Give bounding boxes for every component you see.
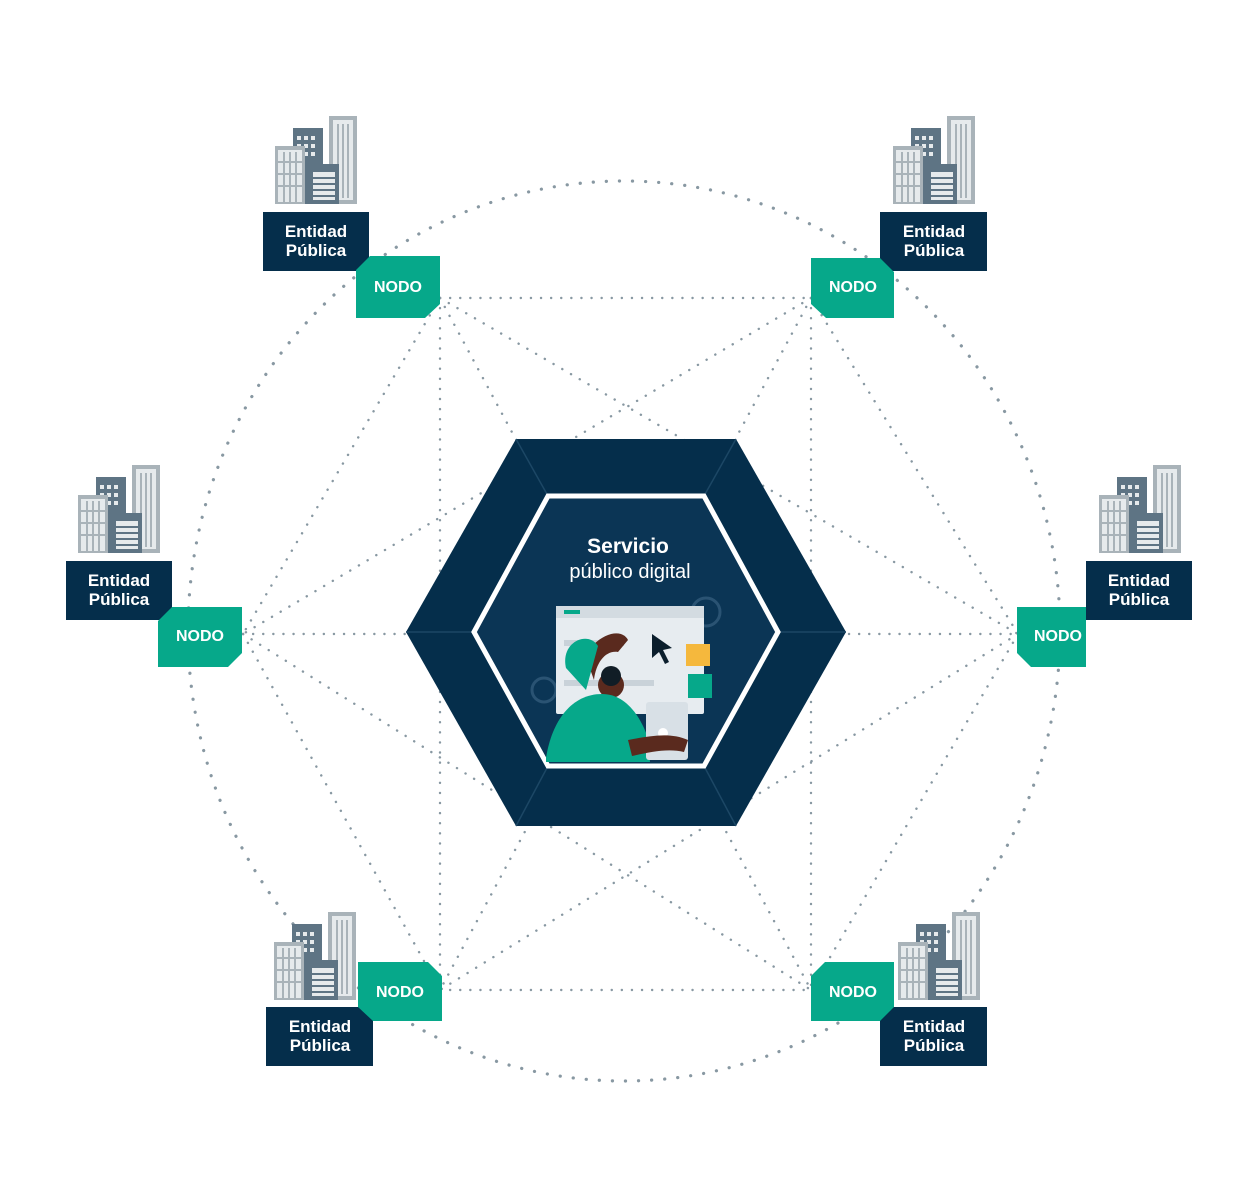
node-group-bottom-right: Entidad Pública NODO: [811, 911, 987, 1066]
buildings-icon: [892, 115, 976, 205]
entity-label-line1: Entidad: [285, 222, 347, 241]
node-label: NODO: [829, 984, 877, 1001]
buildings-icon: [897, 911, 981, 1001]
entity-label-line2: Pública: [904, 241, 965, 260]
node-group-mid-right: Entidad Pública NODO: [1017, 464, 1192, 667]
entity-label-line2: Pública: [89, 590, 150, 609]
node-label: NODO: [829, 279, 877, 296]
entity-label-line1: Entidad: [1108, 571, 1170, 590]
entity-box: [266, 1007, 373, 1066]
entity-label-line2: Pública: [1109, 590, 1170, 609]
entity-label-line1: Entidad: [903, 222, 965, 241]
entity-label-line1: Entidad: [903, 1017, 965, 1036]
entity-box: [1086, 561, 1192, 620]
entity-label-line1: Entidad: [88, 571, 150, 590]
entity-box: [880, 212, 987, 271]
central-hexagon: Servicio público digital: [406, 438, 846, 827]
node-badge: [811, 258, 894, 318]
node-label: NODO: [376, 984, 424, 1001]
node-label: NODO: [374, 279, 422, 296]
node-badge: [356, 256, 440, 318]
person-using-web-app-illustration: [530, 596, 722, 762]
center-subtitle: público digital: [569, 561, 690, 583]
node-group-top-left: Entidad Pública NODO: [263, 115, 440, 318]
node-badge: [158, 607, 242, 667]
buildings-icon: [77, 464, 161, 554]
entity-box: [880, 1007, 987, 1066]
buildings-icon: [1098, 464, 1182, 554]
node-group-mid-left: Entidad Pública NODO: [66, 464, 242, 667]
node-label: NODO: [176, 628, 224, 645]
buildings-icon: [273, 911, 357, 1001]
entity-label-line2: Pública: [290, 1036, 351, 1055]
node-group-bottom-left: Entidad Pública NODO: [266, 911, 442, 1066]
node-group-top-right: Entidad Pública NODO: [811, 115, 987, 318]
entity-box: [66, 561, 172, 620]
node-badge: [1017, 607, 1086, 667]
buildings-icon: [274, 115, 358, 205]
entity-label-line1: Entidad: [289, 1017, 351, 1036]
connector-lines: [241, 296, 1020, 992]
center-title: Servicio: [587, 535, 669, 558]
entity-box: [263, 212, 369, 271]
node-label: NODO: [1034, 628, 1082, 645]
node-badge: [811, 962, 894, 1021]
entity-label-line2: Pública: [904, 1036, 965, 1055]
node-badge: [358, 962, 442, 1021]
entity-label-line2: Pública: [286, 241, 347, 260]
